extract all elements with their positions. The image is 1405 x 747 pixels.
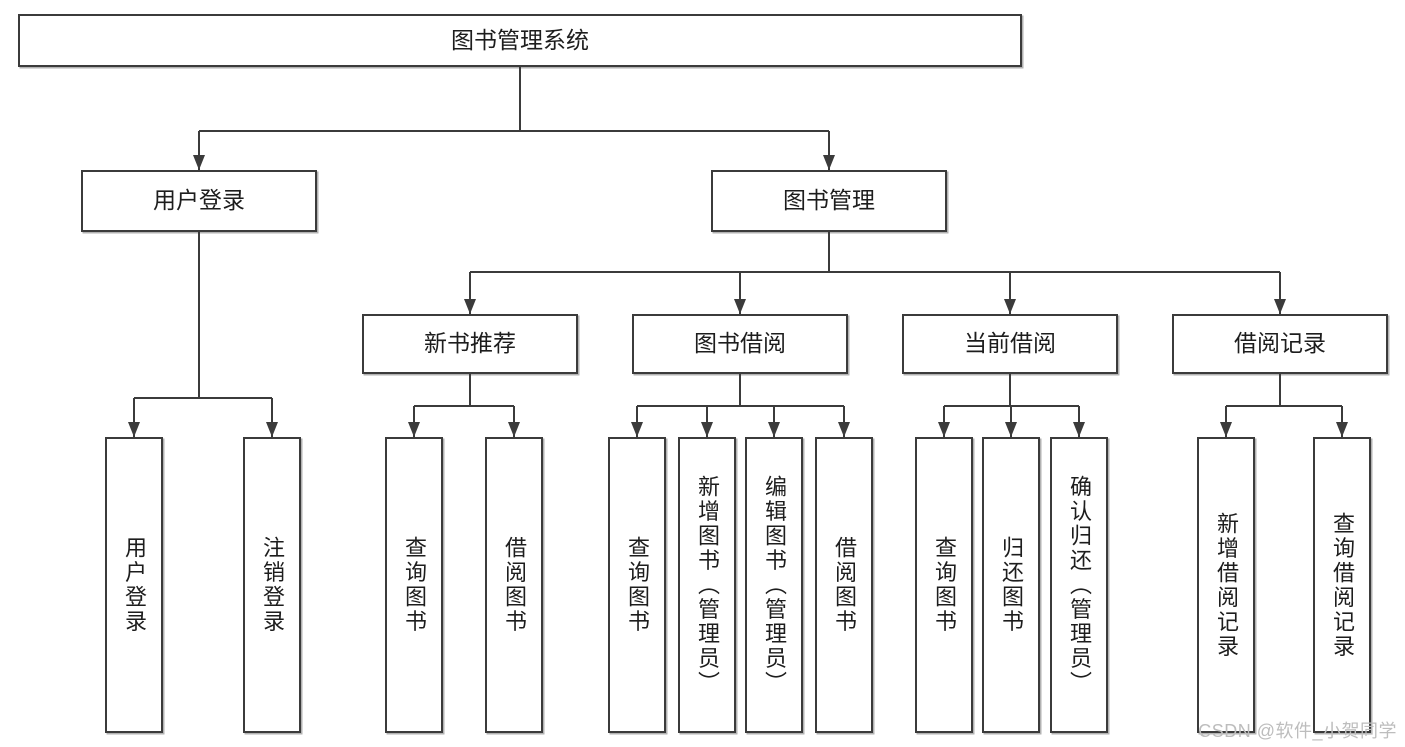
leaf-confirm-return-admin[interactable]: 确认归还（管理员） (1050, 437, 1108, 733)
connector-line-horizontal (1226, 405, 1342, 407)
leaf-edit-book-admin[interactable]: 编辑图书（管理员） (745, 437, 803, 733)
connector-line-vertical (1010, 406, 1012, 437)
node-label: 查询图书 (932, 536, 957, 634)
connector-line-vertical (469, 374, 471, 406)
connector-arrowhead (768, 422, 780, 437)
connector-line-horizontal (134, 397, 272, 399)
leaf-query-borrow-record[interactable]: 查询借阅记录 (1313, 437, 1371, 733)
connector-line-vertical (519, 67, 521, 131)
connector-arrowhead (1220, 422, 1232, 437)
node-label: 用户登录 (122, 536, 147, 634)
node-label: 编辑图书（管理员） (762, 474, 787, 696)
connector-line-vertical (1225, 406, 1227, 437)
connector-line-vertical (198, 232, 200, 398)
node-label: 当前借阅 (964, 330, 1056, 357)
node-label: 查询借阅记录 (1330, 511, 1355, 659)
connector-line-vertical (1009, 272, 1011, 314)
connector-arrowhead (823, 155, 835, 170)
leaf-query-books-current[interactable]: 查询图书 (915, 437, 973, 733)
node-book-management[interactable]: 图书管理 (711, 170, 947, 232)
connector-arrowhead (631, 422, 643, 437)
connector-line-vertical (413, 406, 415, 437)
node-label: 图书管理 (783, 187, 875, 214)
connector-arrowhead (838, 422, 850, 437)
node-label: 确认归还（管理员） (1067, 474, 1092, 696)
node-label: 新增图书（管理员） (695, 474, 720, 696)
connector-line-horizontal (470, 271, 1280, 273)
connector-arrowhead (266, 422, 278, 437)
connector-arrowhead (701, 422, 713, 437)
node-label: 查询图书 (402, 536, 427, 634)
node-label: 归还图书 (999, 536, 1024, 634)
node-label: 图书借阅 (694, 330, 786, 357)
leaf-query-books-recommend[interactable]: 查询图书 (385, 437, 443, 733)
connector-arrowhead (1274, 299, 1286, 314)
leaf-return-books[interactable]: 归还图书 (982, 437, 1040, 733)
connector-arrowhead (508, 422, 520, 437)
node-label: 查询图书 (625, 536, 650, 634)
leaf-add-book-admin[interactable]: 新增图书（管理员） (678, 437, 736, 733)
connector-arrowhead (1004, 299, 1016, 314)
connector-arrowhead (938, 422, 950, 437)
connector-line-vertical (706, 406, 708, 437)
connector-line-vertical (271, 398, 273, 437)
connector-line-horizontal (637, 405, 844, 407)
node-book-borrow[interactable]: 图书借阅 (632, 314, 848, 374)
connector-line-vertical (1009, 374, 1011, 406)
connector-arrowhead (193, 155, 205, 170)
connector-line-vertical (739, 272, 741, 314)
connector-line-vertical (1078, 406, 1080, 437)
node-label: 借阅记录 (1234, 330, 1326, 357)
node-label: 新书推荐 (424, 330, 516, 357)
connector-line-vertical (943, 406, 945, 437)
connector-line-vertical (636, 406, 638, 437)
connector-arrowhead (1073, 422, 1085, 437)
node-label: 图书管理系统 (451, 26, 589, 53)
connector-line-horizontal (414, 405, 514, 407)
connector-line-vertical (739, 374, 741, 406)
connector-arrowhead (128, 422, 140, 437)
connector-arrowhead (408, 422, 420, 437)
connector-line-vertical (1341, 406, 1343, 437)
node-label: 新增借阅记录 (1214, 511, 1239, 659)
connector-arrowhead (1336, 422, 1348, 437)
connector-line-vertical (198, 131, 200, 170)
connector-line-horizontal (199, 130, 829, 132)
connector-line-vertical (469, 272, 471, 314)
node-label: 注销登录 (260, 536, 285, 634)
node-new-book-recommend[interactable]: 新书推荐 (362, 314, 578, 374)
node-label: 借阅图书 (502, 536, 527, 634)
leaf-query-books-borrow[interactable]: 查询图书 (608, 437, 666, 733)
connector-line-vertical (828, 232, 830, 272)
connector-arrowhead (734, 299, 746, 314)
connector-line-vertical (843, 406, 845, 437)
connector-line-vertical (513, 406, 515, 437)
connector-line-vertical (828, 131, 830, 170)
connector-line-vertical (1279, 272, 1281, 314)
connector-line-vertical (773, 406, 775, 437)
node-current-borrow[interactable]: 当前借阅 (902, 314, 1118, 374)
leaf-logout[interactable]: 注销登录 (243, 437, 301, 733)
leaf-add-borrow-record[interactable]: 新增借阅记录 (1197, 437, 1255, 733)
node-borrow-records[interactable]: 借阅记录 (1172, 314, 1388, 374)
leaf-borrow-books[interactable]: 借阅图书 (815, 437, 873, 733)
node-user-login[interactable]: 用户登录 (81, 170, 317, 232)
node-label: 用户登录 (153, 187, 245, 214)
node-label: 借阅图书 (832, 536, 857, 634)
leaf-borrow-books-recommend[interactable]: 借阅图书 (485, 437, 543, 733)
node-root-system[interactable]: 图书管理系统 (18, 14, 1022, 67)
connector-line-vertical (1279, 374, 1281, 406)
leaf-user-login[interactable]: 用户登录 (105, 437, 163, 733)
connector-arrowhead (1005, 422, 1017, 437)
connector-line-vertical (133, 398, 135, 437)
connector-arrowhead (464, 299, 476, 314)
